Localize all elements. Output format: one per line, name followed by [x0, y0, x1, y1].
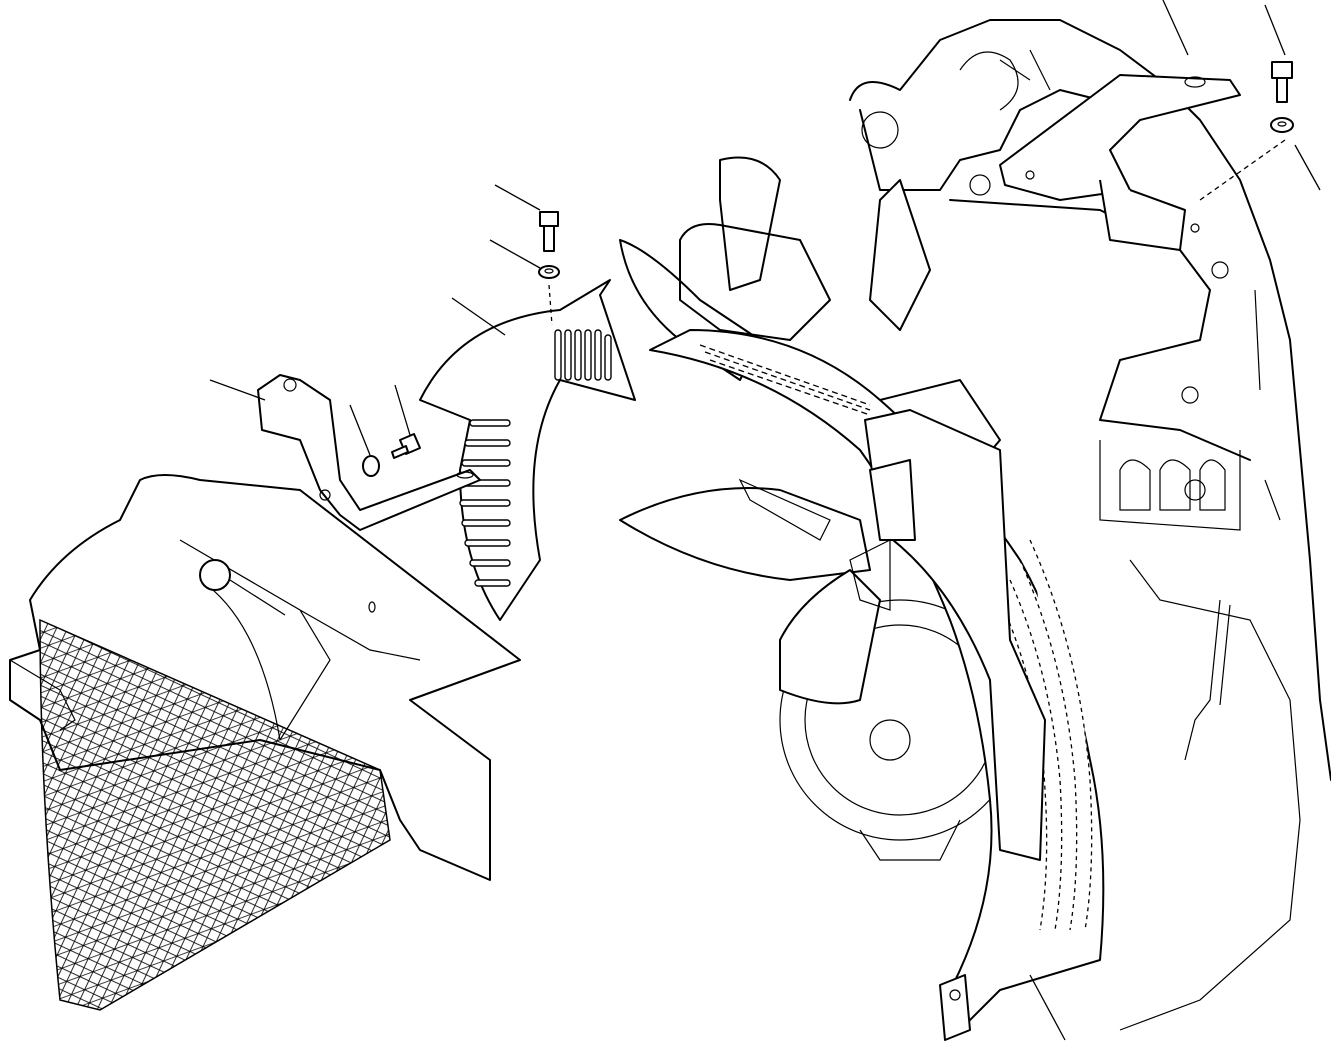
washer-center — [538, 265, 560, 279]
fan-guard-left — [419, 279, 636, 621]
bolt-side — [391, 433, 421, 459]
fan-guard-right — [649, 329, 1105, 1041]
washer-upper-right — [1270, 117, 1294, 133]
radiator — [9, 474, 521, 1011]
leader-lines — [209, 0, 1321, 1041]
upper-bracket — [999, 74, 1241, 251]
bolt-center — [539, 211, 559, 252]
washer-side — [362, 455, 380, 477]
bolt-upper-right — [1271, 61, 1293, 103]
side-bracket — [257, 374, 481, 531]
